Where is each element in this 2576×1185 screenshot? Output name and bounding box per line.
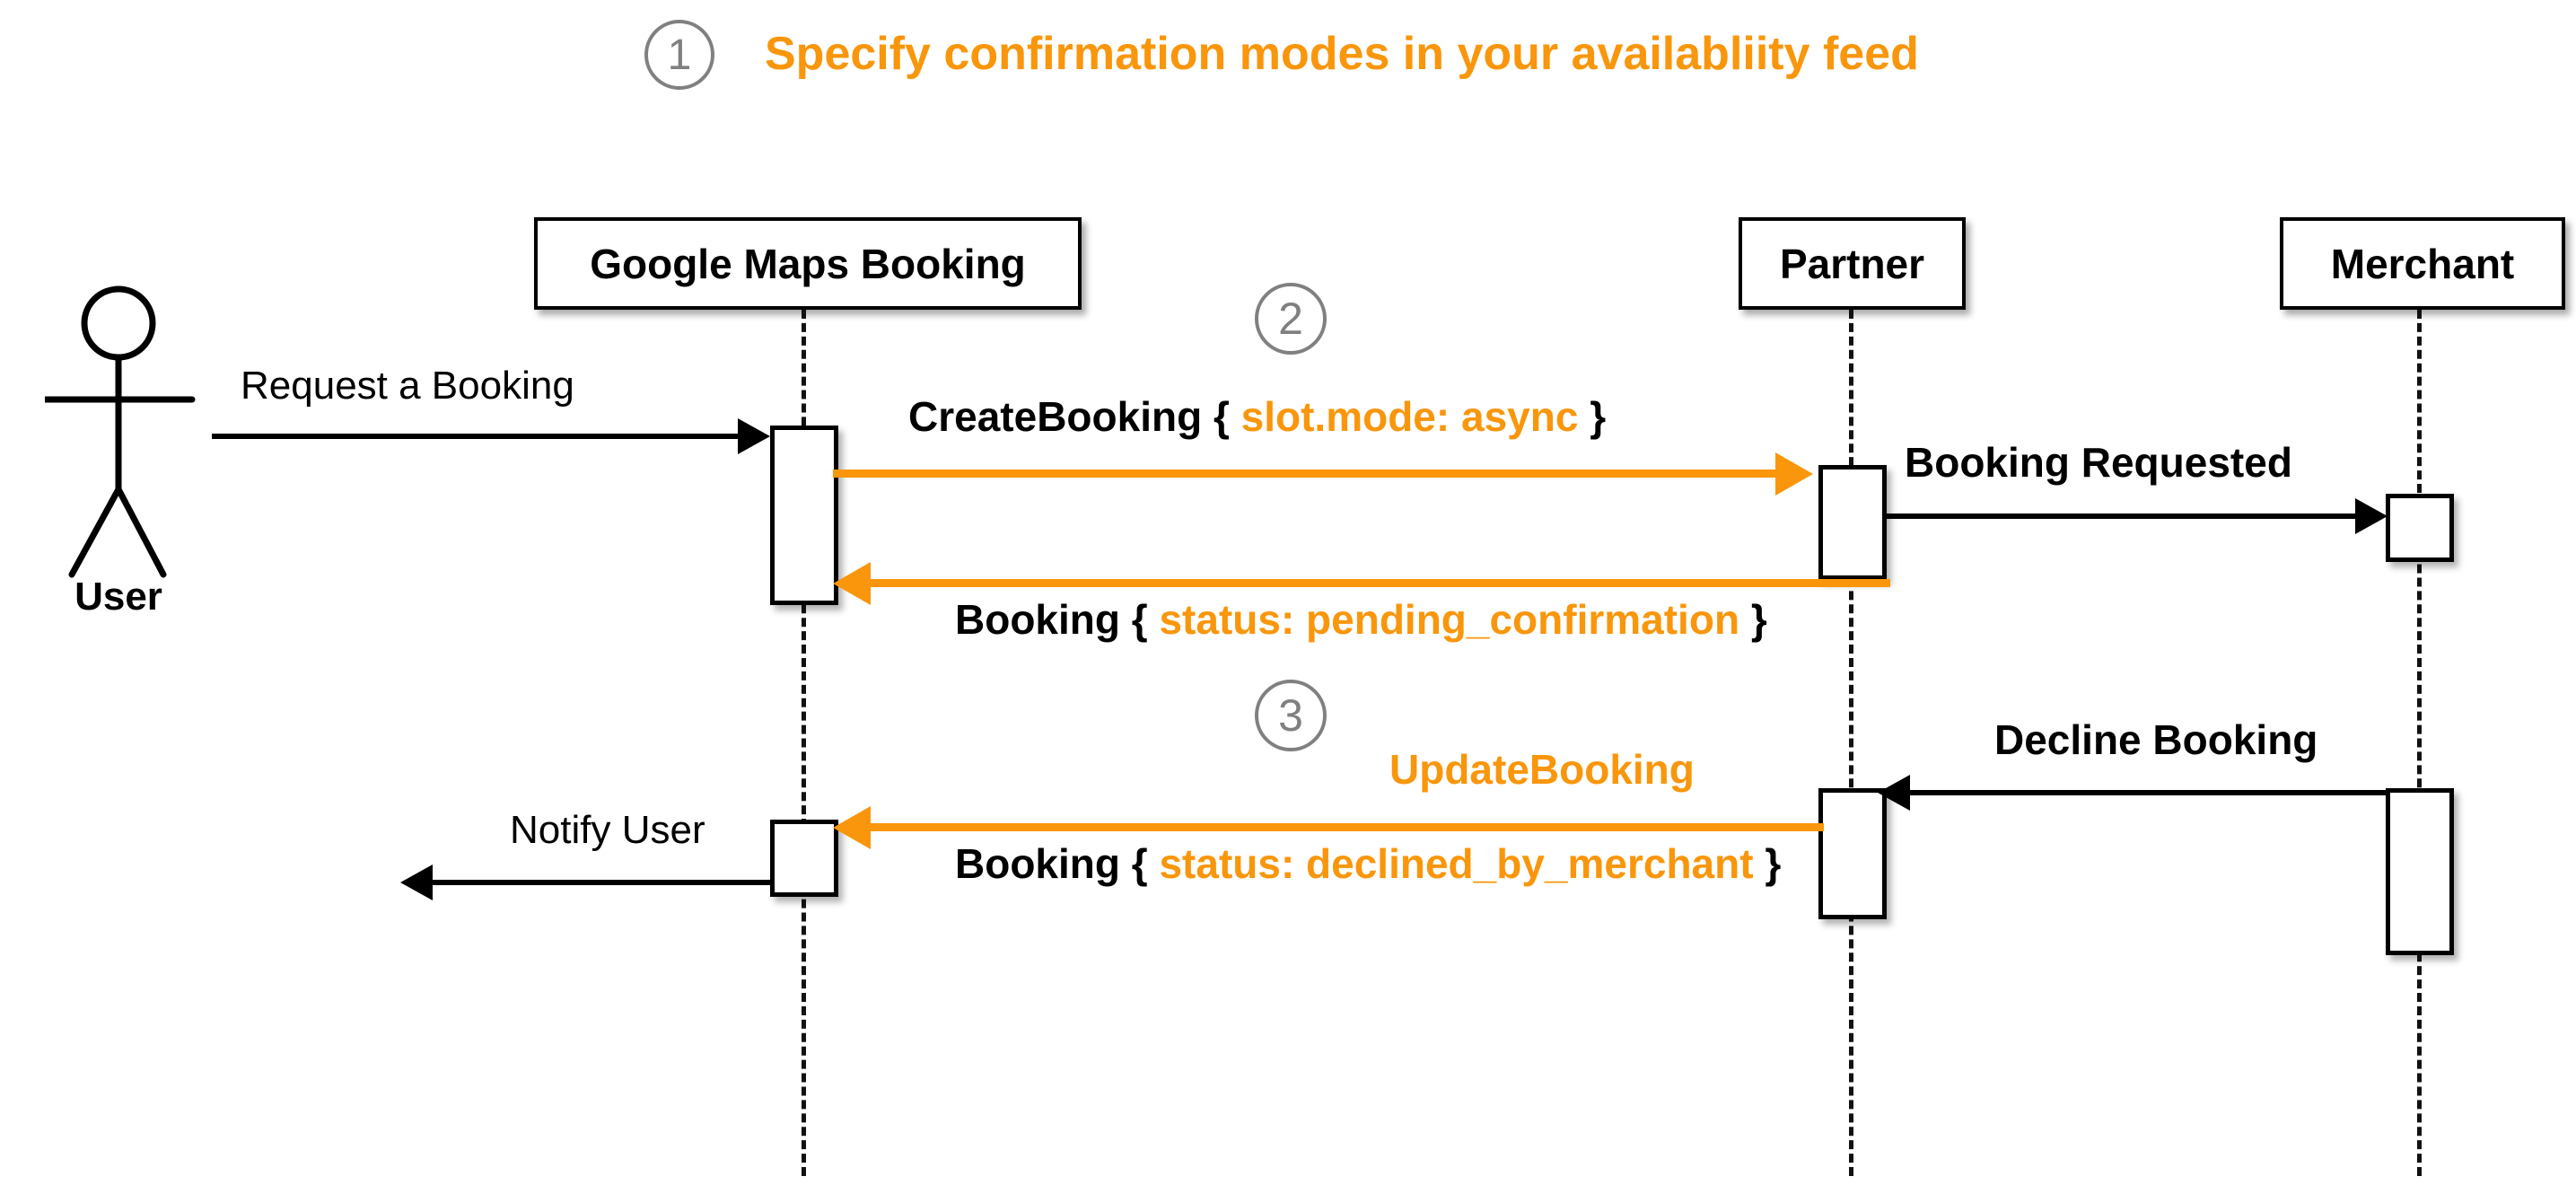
message-label-request-a-booking: Request a Booking	[241, 364, 574, 408]
message-line-decline-booking	[1910, 790, 2388, 795]
booking-pending-brace-open: {	[1119, 596, 1160, 643]
message-line-booking-requested	[1885, 514, 2359, 519]
arrowhead-notify-user	[400, 865, 433, 900]
message-label-notify-user: Notify User	[510, 808, 705, 852]
activation-bar-gmb-2	[770, 820, 838, 897]
actor-user-label: User	[74, 575, 162, 619]
step-badge-2: 2	[1255, 283, 1327, 355]
user-stick-figure-icon	[41, 285, 196, 578]
create-booking-brace-close: }	[1578, 393, 1607, 440]
lifeline-merchant	[2417, 310, 2422, 1176]
booking-declined-status: status: declined_by_merchant	[1159, 840, 1754, 887]
message-line-booking-pending-confirmation	[860, 579, 1890, 587]
arrowhead-create-booking	[1775, 452, 1813, 496]
message-label-booking-declined-by-merchant: Booking { status: declined_by_merchant }	[955, 839, 1781, 888]
activation-bar-partner-1	[1818, 465, 1887, 580]
actor-user: User	[41, 278, 251, 619]
message-label-decline-booking: Decline Booking	[1994, 716, 2318, 763]
step-badge-1: 1	[644, 20, 714, 90]
booking-declined-type: Booking	[955, 840, 1120, 887]
message-line-create-booking	[833, 470, 1779, 478]
booking-declined-brace-open: {	[1119, 840, 1160, 887]
activation-bar-partner-2	[1818, 788, 1887, 919]
booking-declined-brace-close: }	[1753, 840, 1782, 887]
create-booking-method: CreateBooking	[908, 393, 1203, 440]
participant-google-maps-booking[interactable]: Google Maps Booking	[534, 217, 1082, 310]
message-line-request-a-booking	[212, 434, 741, 439]
arrowhead-update-booking	[833, 806, 871, 849]
booking-pending-status: status: pending_confirmation	[1159, 596, 1740, 643]
page-title: Specify confirmation modes in your avail…	[765, 28, 1919, 80]
step-badge-3: 3	[1255, 680, 1327, 751]
message-line-update-booking	[860, 823, 1824, 831]
booking-pending-type: Booking	[955, 596, 1120, 643]
participant-merchant[interactable]: Merchant	[2280, 217, 2565, 310]
arrowhead-booking-pending-confirmation	[833, 562, 871, 605]
arrowhead-decline-booking	[1878, 775, 1910, 811]
activation-bar-gmb-1	[770, 426, 838, 605]
create-booking-params: slot.mode: async	[1240, 393, 1579, 440]
message-label-booking-requested: Booking Requested	[1905, 439, 2292, 486]
booking-pending-brace-close: }	[1739, 596, 1767, 643]
message-label-update-booking: UpdateBooking	[1389, 746, 1695, 793]
lifeline-google-maps-booking	[802, 310, 806, 1176]
activation-bar-merchant-2	[2386, 788, 2454, 955]
activation-bar-merchant-1	[2386, 494, 2454, 562]
message-label-booking-pending-confirmation: Booking { status: pending_confirmation }	[955, 595, 1767, 644]
lifeline-partner	[1849, 310, 1853, 1176]
create-booking-brace-open: {	[1202, 393, 1241, 440]
message-label-create-booking: CreateBooking { slot.mode: async }	[908, 392, 1606, 441]
message-line-notify-user	[433, 880, 774, 885]
participant-partner[interactable]: Partner	[1739, 217, 1966, 310]
arrowhead-booking-requested	[2355, 498, 2388, 534]
arrowhead-request-a-booking	[738, 418, 770, 454]
